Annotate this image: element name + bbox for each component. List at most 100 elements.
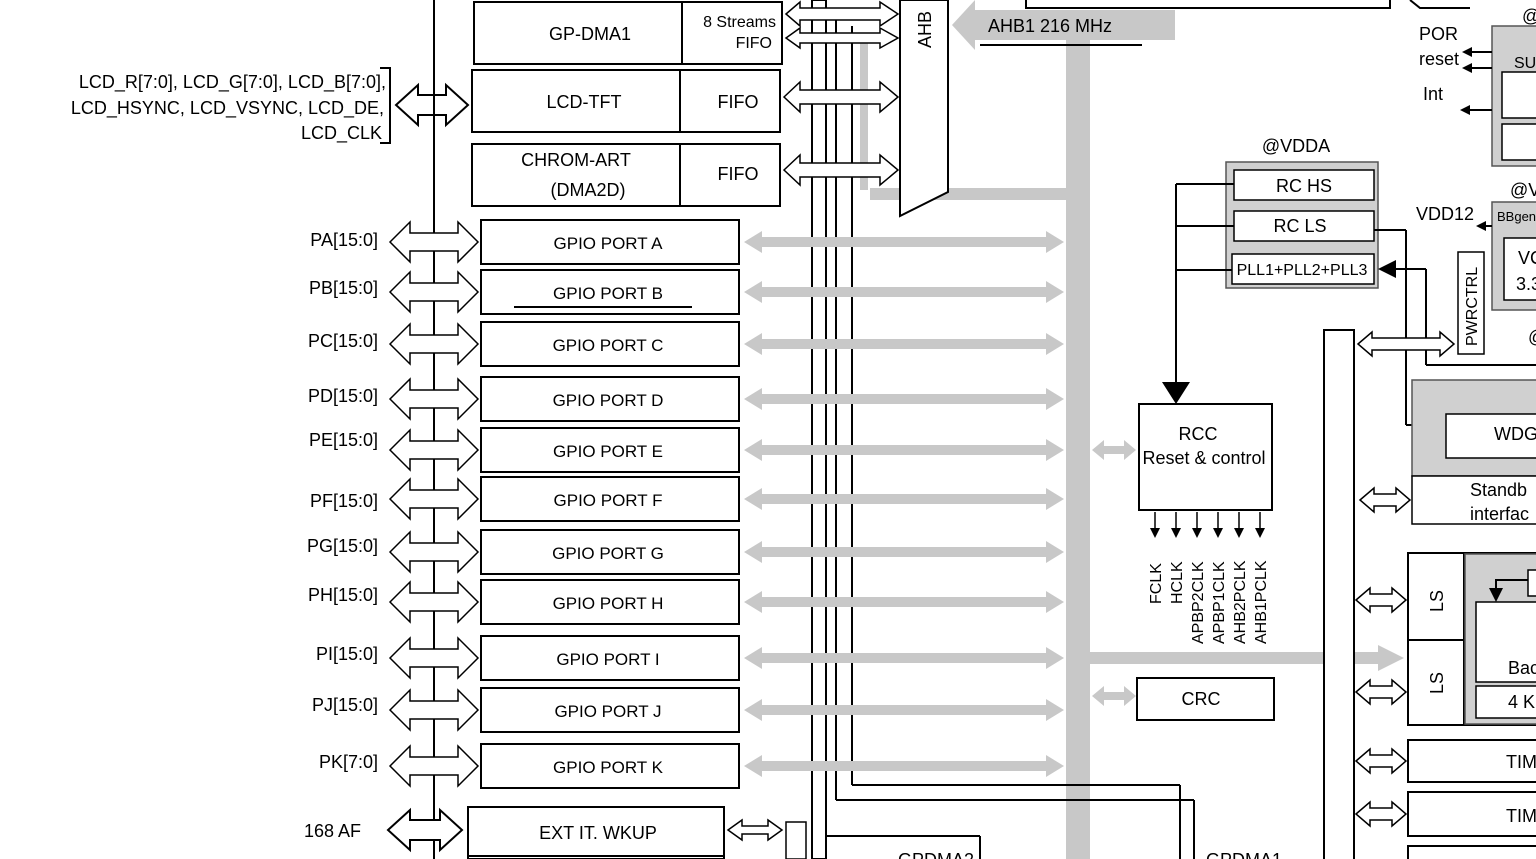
gpio-pin-arrow	[388, 477, 480, 521]
gpio-pin-label: PE[15:0]	[309, 430, 378, 450]
backup-4k-label: 4 K	[1508, 692, 1535, 712]
gpio-port-label: GPIO PORT B	[553, 284, 663, 303]
pwrctrl-block	[1457, 251, 1485, 355]
chrom-art-block	[471, 143, 781, 207]
rcc-sub-label: Reset & control	[1142, 448, 1265, 468]
gpio-bus-arrow	[744, 755, 1064, 777]
rc-hs-label: RC HS	[1276, 176, 1332, 196]
top-right-block	[1025, 0, 1391, 9]
vdda-label: @VDDA	[1262, 136, 1330, 156]
chrom-fifo-label: FIFO	[718, 164, 759, 184]
gpio-port-label: GPIO PORT K	[553, 758, 664, 777]
power-signal-arrows	[1460, 47, 1492, 115]
gpio-port-block	[480, 529, 740, 575]
dma2d-label: (DMA2D)	[551, 180, 626, 200]
rcc-block	[1138, 403, 1273, 511]
gpio-pin-arrow	[388, 580, 480, 624]
apb-pwr-arrow	[1356, 330, 1456, 358]
clock-output-label: APBP2CLK	[1190, 561, 1207, 644]
vdd12-label: VDD12	[1416, 204, 1474, 224]
lcd-signals-line2: LCD_HSYNC, LCD_VSYNC, LCD_DE,	[71, 98, 384, 119]
su-label: SU	[1514, 55, 1536, 72]
clock-output-arrow	[1171, 528, 1181, 538]
gpio-pin-arrow	[388, 530, 480, 574]
gpio-pin-label: PG[15:0]	[307, 536, 378, 556]
streams-fifo-label: FIFO	[736, 35, 772, 52]
clock-output-arrow	[1255, 528, 1265, 538]
gpio-bus-arrow	[744, 647, 1064, 669]
gpio-port-block	[480, 687, 740, 733]
gpio-pin-arrow	[388, 688, 480, 732]
gpio-bus-arrow	[744, 541, 1064, 563]
gpio-pin-arrow	[388, 322, 480, 366]
gpio-port-block	[480, 219, 740, 265]
af-arrow	[386, 807, 464, 853]
gpio-pin-label: PJ[15:0]	[312, 695, 378, 715]
ext-it-block	[467, 806, 725, 859]
timer-arrow-1	[1354, 747, 1408, 775]
gpio-bus-arrow	[744, 281, 1064, 303]
standby-label-1: Standb	[1470, 480, 1527, 500]
gpdma1-block	[473, 1, 783, 65]
clock-output-arrow	[1192, 528, 1202, 538]
power-domain-label-1: @	[1522, 6, 1536, 26]
gpio-bus-arrow	[744, 388, 1064, 410]
ahb-matrix	[899, 0, 949, 218]
clock-output-arrow	[1213, 528, 1223, 538]
gpio-port-label: GPIO PORT J	[554, 702, 661, 721]
gpio-port-block	[480, 635, 740, 681]
ls-label-2: LS	[1427, 672, 1447, 694]
lcd-signals-line1: LCD_R[7:0], LCD_G[7:0], LCD_B[7:0],	[79, 72, 386, 93]
gpio-port-block	[480, 579, 740, 625]
gpio-port-label: GPIO PORT F	[554, 491, 663, 510]
apb-bridge-bus	[1323, 329, 1355, 859]
gpdma1-bottom-label: GPDMA1	[1206, 850, 1282, 859]
gpio-port-label: GPIO PORT I	[556, 650, 659, 669]
lcd-signal-arrow	[394, 82, 470, 128]
vc-label: VC	[1518, 248, 1536, 268]
clock-output-label: AHB1PCLK	[1253, 560, 1270, 644]
ls-label-1: LS	[1427, 590, 1447, 612]
gpdma1-label: GP-DMA1	[549, 24, 631, 44]
gpio-port-label: GPIO PORT E	[553, 442, 663, 461]
ahb-matrix-label: AHB	[915, 11, 935, 48]
gpio-pin-label: PA[15:0]	[310, 230, 378, 250]
standby-arrow	[1358, 486, 1412, 514]
power-domain-label-3: @	[1528, 327, 1536, 347]
ext-it-arrow	[726, 818, 784, 842]
dma-bus-arrows	[782, 0, 900, 187]
gpio-bus-arrow	[744, 699, 1064, 721]
gpio-port-block	[480, 376, 740, 422]
backup-sram-label: Bac	[1508, 658, 1536, 678]
gpio-port-block	[480, 476, 740, 522]
gpio-port-label: GPIO PORT D	[553, 391, 664, 410]
rc-ls-label: RC LS	[1273, 216, 1326, 236]
gpio-pin-label: PH[15:0]	[308, 585, 378, 605]
crc-bus-arrow	[1092, 686, 1136, 706]
clock-output-label: FCLK	[1148, 563, 1165, 604]
gpio-port-label: GPIO PORT C	[553, 336, 664, 355]
ahb1-bus	[870, 0, 1404, 859]
clock-wiring	[1162, 183, 1440, 434]
pll-label: PLL1+PLL2+PLL3	[1237, 262, 1368, 279]
ahb1-label: AHB1 216 MHz	[988, 16, 1112, 36]
lcd-tft-label: LCD-TFT	[547, 92, 622, 112]
gpio-pin-arrow	[388, 744, 480, 788]
bus-wiring	[811, 0, 1195, 859]
gpio-pin-label: PK[7:0]	[319, 752, 378, 772]
standby-block	[1411, 475, 1536, 525]
standby-label-2: interfac	[1470, 504, 1529, 524]
gpio-pin-label: PI[15:0]	[316, 644, 378, 664]
gpio-bus-arrow	[744, 439, 1064, 461]
pll-block	[1231, 253, 1375, 285]
gpio-pin-label: PD[15:0]	[308, 386, 378, 406]
gpio-port-block	[480, 321, 740, 367]
af-label: 168 AF	[304, 821, 361, 841]
ext-it-label: EXT IT. WKUP	[539, 823, 657, 843]
gpio-bus-arrow	[744, 333, 1064, 355]
v33-label: 3.3	[1516, 274, 1536, 294]
timer-block-2	[1407, 791, 1536, 837]
lcd-signals-line3: LCD_CLK	[301, 123, 382, 144]
clock-output-arrow	[1150, 528, 1160, 538]
